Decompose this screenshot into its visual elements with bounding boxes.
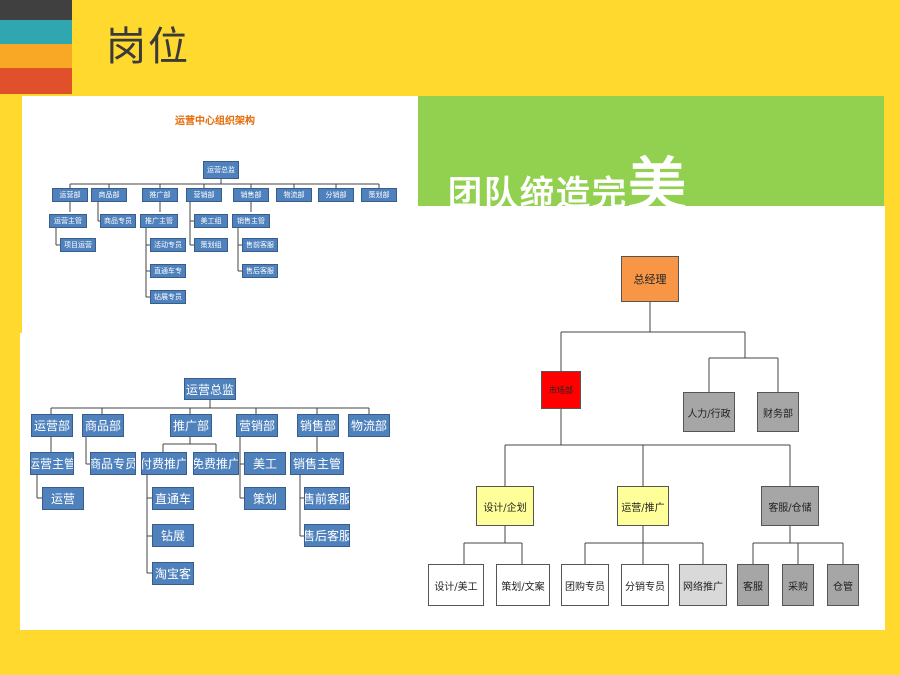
chart1-node: 美工组 bbox=[194, 214, 228, 228]
stripe-teal bbox=[0, 20, 72, 44]
chart3-market: 市场部 bbox=[541, 371, 581, 409]
stripe-yellow bbox=[0, 44, 72, 68]
chart2-node: 运营 bbox=[42, 487, 84, 510]
chart3-root: 总经理 bbox=[621, 256, 679, 302]
chart1-title: 运营中心组织架构 bbox=[175, 116, 255, 127]
chart3-design: 设计/企划 bbox=[476, 486, 534, 526]
chart1-node: 运营主管 bbox=[49, 214, 87, 228]
chart2-dept: 商品部 bbox=[82, 414, 124, 437]
chart3-leaf: 采购 bbox=[782, 564, 814, 606]
chart2-node: 钻展 bbox=[152, 524, 194, 547]
chart2-node: 运营主管 bbox=[30, 452, 74, 475]
chart2-node: 售后客服 bbox=[304, 524, 350, 547]
chart1-root: 运营总监 bbox=[203, 161, 239, 179]
chart3-leaf: 分销专员 bbox=[621, 564, 669, 606]
chart1-dept: 策划部 bbox=[361, 188, 397, 202]
chart1-node: 项目运营 bbox=[60, 238, 96, 252]
stripe-dark bbox=[0, 0, 72, 20]
chart1-dept: 营销部 bbox=[186, 188, 222, 202]
chart3-hr: 人力/行政 bbox=[683, 392, 735, 432]
chart1-dept: 推广部 bbox=[142, 188, 178, 202]
chart3-leaf: 策划/文案 bbox=[496, 564, 550, 606]
chart3-leaf: 客服 bbox=[737, 564, 769, 606]
chart1-node: 售前客服 bbox=[242, 238, 278, 252]
chart3-service: 客服/仓储 bbox=[761, 486, 819, 526]
chart1-node: 活动专员 bbox=[150, 238, 186, 252]
chart2-node: 美工 bbox=[244, 452, 286, 475]
chart2-dept: 物流部 bbox=[348, 414, 390, 437]
chart1-dept: 销售部 bbox=[233, 188, 269, 202]
chart1-dept: 运营部 bbox=[52, 188, 88, 202]
chart3-leaf: 网络推广 bbox=[679, 564, 727, 606]
chart2-node: 付费推广 bbox=[141, 452, 187, 475]
chart2-dept: 运营部 bbox=[31, 414, 73, 437]
chart3-leaf: 仓管 bbox=[827, 564, 859, 606]
chart1-node: 销售主管 bbox=[232, 214, 270, 228]
stripe-red bbox=[0, 68, 72, 94]
chart1-dept: 分销部 bbox=[318, 188, 354, 202]
chart2-root: 运营总监 bbox=[184, 378, 236, 400]
chart3-leaf: 设计/美工 bbox=[428, 564, 484, 606]
chart1-node: 售后客服 bbox=[242, 264, 278, 278]
chart1-node: 策划组 bbox=[194, 238, 228, 252]
chart2-node: 售前客服 bbox=[304, 487, 350, 510]
chart2-node: 免费推广 bbox=[193, 452, 239, 475]
banner-text-main: 团队缔造完 bbox=[448, 174, 628, 206]
chart2-node: 商品专员 bbox=[90, 452, 136, 475]
slide-title: 岗位 bbox=[106, 24, 190, 70]
chart1-node: 商品专员 bbox=[100, 214, 136, 228]
chart2-node: 直通车 bbox=[152, 487, 194, 510]
chart3-ops: 运营/推广 bbox=[617, 486, 669, 526]
chart2-dept: 推广部 bbox=[170, 414, 212, 437]
banner-text: 团队缔造完美 bbox=[448, 138, 688, 206]
chart2-node: 策划 bbox=[244, 487, 286, 510]
chart3-leaf: 团购专员 bbox=[561, 564, 609, 606]
chart2-node: 淘宝客 bbox=[152, 562, 194, 585]
chart1-node: 直通车专 bbox=[150, 264, 186, 278]
chart1-node: 推广主管 bbox=[140, 214, 178, 228]
chart3-finance: 财务部 bbox=[757, 392, 799, 432]
chart1-node: 钻展专员 bbox=[150, 290, 186, 304]
chart2-dept: 销售部 bbox=[297, 414, 339, 437]
chart1-dept: 物流部 bbox=[276, 188, 312, 202]
chart2-dept: 营销部 bbox=[236, 414, 278, 437]
banner-text-big: 美 bbox=[628, 151, 689, 206]
chart2-node: 销售主管 bbox=[290, 452, 344, 475]
chart1-dept: 商品部 bbox=[91, 188, 127, 202]
banner: 团队缔造完美 bbox=[418, 96, 884, 206]
